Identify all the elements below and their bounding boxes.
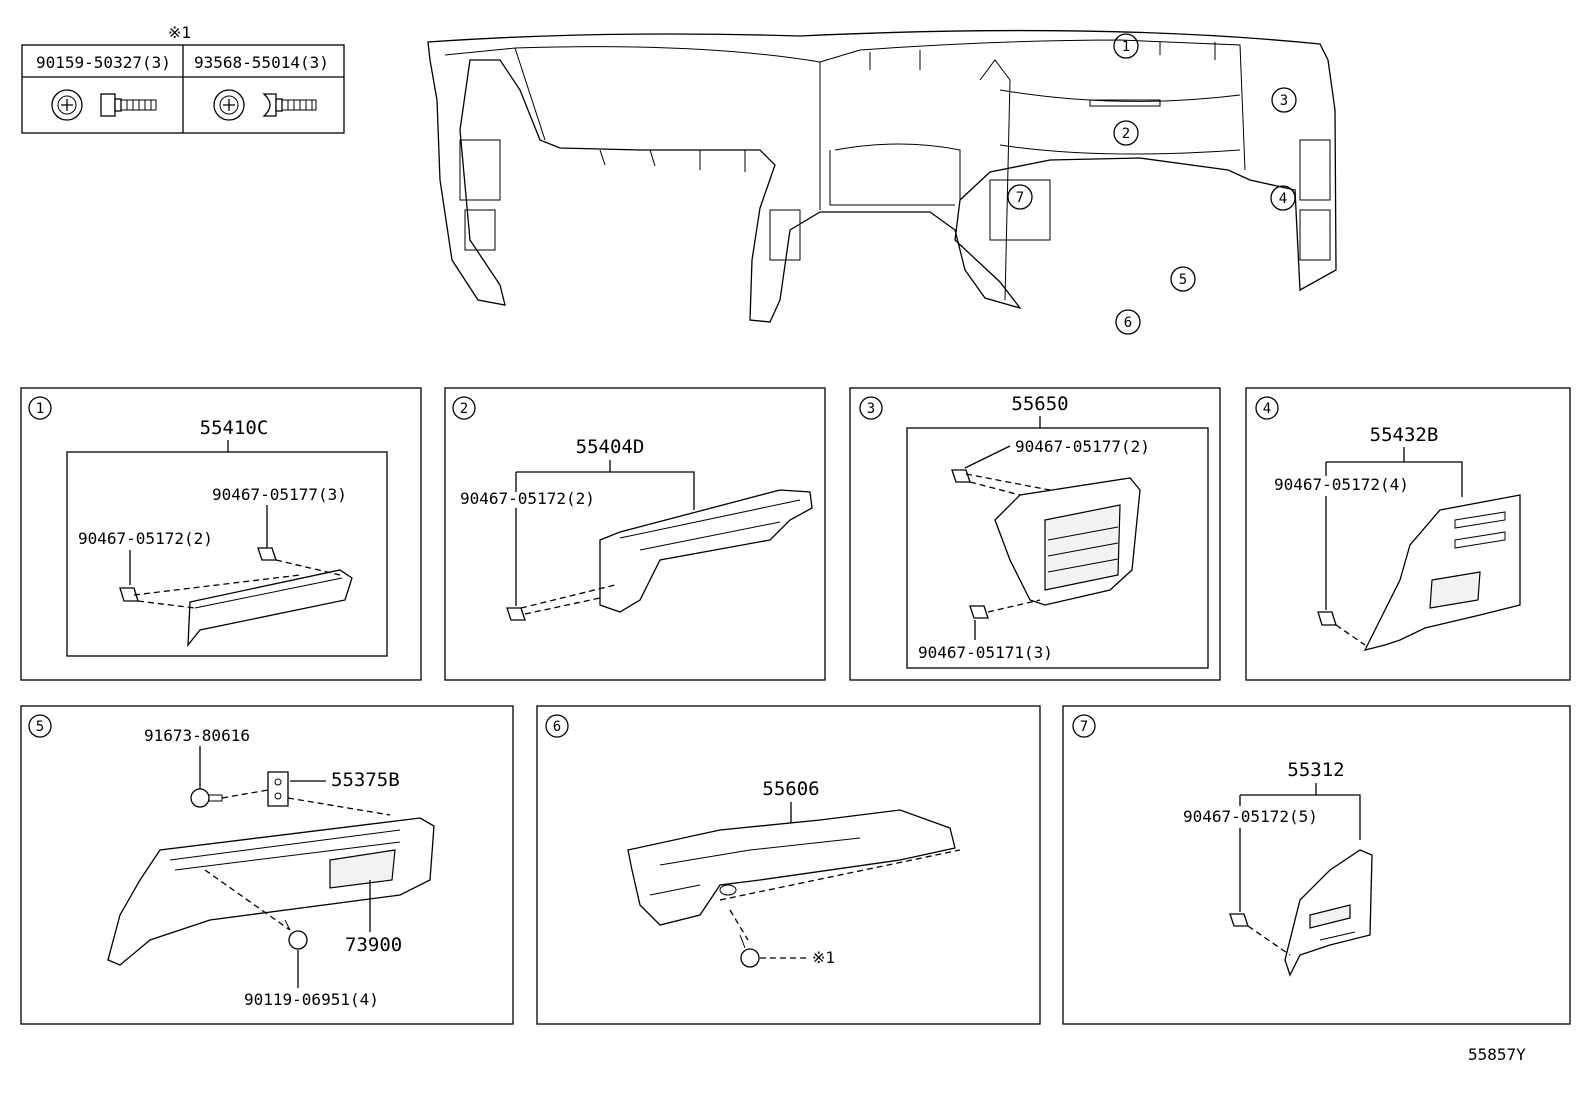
- panel-3-number: 3: [867, 401, 875, 417]
- overview-callout-1-label: 1: [1122, 39, 1130, 55]
- panel-5-main-part: 55375B: [331, 769, 400, 791]
- panel-1-number: 1: [36, 401, 44, 417]
- panel-2-clip-icon: [506, 607, 526, 621]
- overview-callout-7-label: 7: [1016, 190, 1024, 206]
- panel-5-bolt-icon: [190, 788, 223, 808]
- panel-1-clip-icon: [257, 547, 277, 561]
- bolt-side-icon: [100, 93, 157, 117]
- screw-head-icon: [51, 89, 83, 121]
- panel-1-clip-a: 90467-05177(3): [212, 485, 347, 504]
- panel-5-lock-part: 73900: [345, 934, 402, 956]
- panel-7: 7 55312 90467-05172(5): [1062, 705, 1571, 1025]
- panel-5-glovebox-part: [107, 817, 435, 966]
- panel-1-clip-b: 90467-05172(2): [78, 529, 213, 548]
- panel-7-clip: 90467-05172(5): [1183, 807, 1318, 826]
- legend-mark: ※1: [168, 23, 191, 42]
- panel-1-main-part: 55410C: [200, 417, 269, 439]
- panel-4-side-panel-part: [1363, 494, 1521, 651]
- panel-5: 5 91673-80616 55375B 73900 90119-06951(4…: [20, 705, 514, 1025]
- panel-3-clip-a: 90467-05177(2): [1015, 437, 1150, 456]
- panel-2: 2 55404D 90467-05172(2): [444, 387, 826, 681]
- overview-callout-7[interactable]: 7: [1007, 184, 1033, 210]
- panel-3-clip-b: 90467-05171(3): [918, 643, 1053, 662]
- panel-4: 4 55432B 90467-05172(4): [1245, 387, 1571, 681]
- panel-2-clip: 90467-05172(2): [460, 489, 595, 508]
- panel-2-duct-part: [599, 489, 813, 613]
- panel-6-legend-ref: ※1: [812, 948, 835, 967]
- overview-callout-5-label: 5: [1179, 272, 1187, 288]
- panel-7-main-part: 55312: [1287, 759, 1344, 781]
- legend-part-2: 93568-55014(3): [194, 53, 329, 72]
- panel-3-inner-frame: [906, 427, 1209, 669]
- panel-3: 3 55650 90467-05177(2) 90467-05171(3): [849, 387, 1221, 681]
- panel-4-main-part: 55432B: [1370, 424, 1439, 446]
- panel-4-clip: 90467-05172(4): [1274, 475, 1409, 494]
- overview-callout-2-label: 2: [1122, 126, 1130, 142]
- panel-2-main-part: 55404D: [576, 436, 645, 458]
- panel-5-bracket-part: [267, 771, 289, 807]
- panel-6: 6 55606 ※1: [536, 705, 1041, 1025]
- panel-7-number: 7: [1080, 719, 1088, 735]
- panel-6-reinforcement-part: [627, 809, 956, 926]
- panel-6-number: 6: [553, 719, 561, 735]
- overview-callout-4[interactable]: 4: [1270, 185, 1296, 211]
- panel-4-clip-icon: [1317, 611, 1337, 626]
- panel-3-register-part: [994, 477, 1141, 606]
- overview-callout-6[interactable]: 6: [1115, 309, 1141, 335]
- overview-callout-4-label: 4: [1279, 191, 1287, 207]
- panel-4-number: 4: [1263, 401, 1271, 417]
- bolt-side-icon: [262, 93, 317, 117]
- overview-callout-2[interactable]: 2: [1113, 120, 1139, 146]
- panel-5-screw-icon: [284, 919, 308, 950]
- panel-7-cover-part: [1284, 849, 1373, 977]
- panel-3-main-part: 55650: [1011, 393, 1068, 415]
- screw-head-icon: [213, 89, 245, 121]
- panel-1-trim-part: [187, 569, 353, 647]
- overview-callout-1[interactable]: 1: [1113, 33, 1139, 59]
- overview-callout-3[interactable]: 3: [1271, 87, 1297, 113]
- panel-3-clip-icon: [951, 469, 971, 483]
- panel-5-bolt-part: 91673-80616: [144, 726, 250, 745]
- panel-6-main-part: 55606: [762, 778, 819, 800]
- panel-5-screw-part: 90119-06951(4): [244, 990, 379, 1009]
- panel-6-screw-icon: [739, 934, 760, 968]
- legend-table: ※1 90159-50327(3) 93568-55014(3): [21, 23, 345, 134]
- panel-1: 1 55410C 90467-05177(3) 90467-05172(2): [20, 387, 422, 681]
- panel-1-inner-frame: [66, 451, 388, 657]
- panel-7-clip-icon: [1229, 913, 1249, 927]
- overview-callout-6-label: 6: [1124, 315, 1132, 331]
- overview-callout-3-label: 3: [1280, 93, 1288, 109]
- dashboard-overview: 1 2 3 4 5 6 7: [427, 29, 1337, 335]
- panel-5-number: 5: [36, 719, 44, 735]
- diagram-code: 55857Y: [1468, 1045, 1526, 1064]
- panel-3-clip-icon: [969, 605, 989, 619]
- overview-callout-5[interactable]: 5: [1170, 266, 1196, 292]
- panel-2-number: 2: [460, 401, 468, 417]
- legend-part-1: 90159-50327(3): [36, 53, 171, 72]
